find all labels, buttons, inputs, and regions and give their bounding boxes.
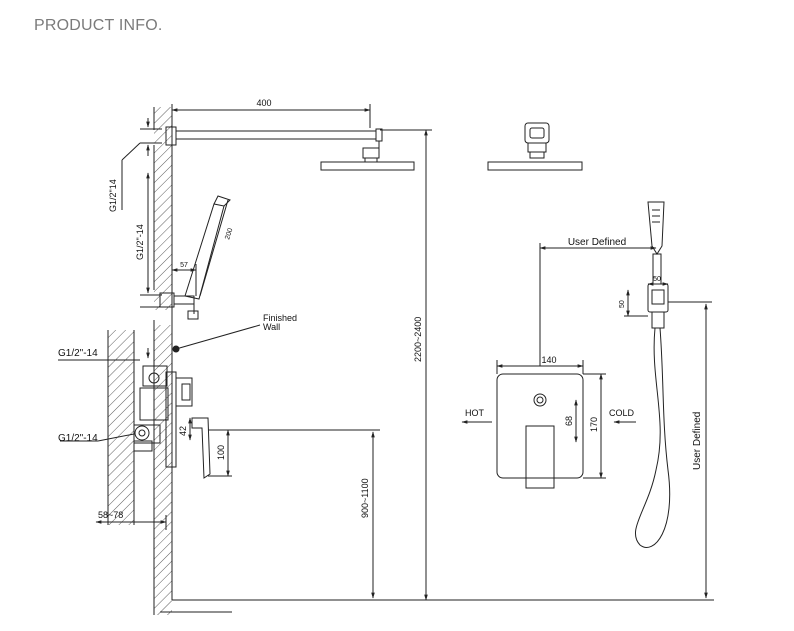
inlet-valve-label-1: G1/2"-14 [58, 348, 98, 359]
wall-depth-label: 58~78 [98, 510, 123, 520]
dim-100-label: 100 [216, 445, 226, 460]
knob-68-label: 68 [564, 416, 574, 426]
valve-side-view [58, 348, 380, 599]
finished-wall-leader [172, 324, 261, 353]
user-defined-side-label: User Defined [692, 412, 703, 470]
hot-label: HOT [465, 408, 485, 418]
wall-depth-dim [95, 515, 167, 530]
head-height-label: 2200~2400 [413, 317, 423, 362]
finished-wall-label-2: Wall [263, 322, 280, 332]
inlet-top-label: G1/2"14 [108, 179, 118, 212]
inlet-bracket-label: G1/2"-14 [135, 224, 145, 260]
arm-length-label: 400 [256, 98, 271, 108]
holder-50-width-label: 50 [653, 276, 661, 283]
finished-wall-label-1: Finished [263, 313, 297, 323]
page-title: PRODUCT INFO. [34, 17, 163, 34]
valve-plate-front [461, 360, 636, 489]
holder-50-height-label: 50 [619, 300, 626, 308]
wall-section [107, 107, 714, 615]
cold-label: COLD [609, 408, 635, 418]
dim-42-label: 42 [178, 426, 188, 436]
handshower-200-label: 200 [224, 227, 234, 240]
bracket-57-label: 57 [180, 262, 188, 269]
plate-width-label: 140 [541, 355, 556, 365]
shower-head-front [487, 122, 583, 171]
inlet-valve-label-2: G1/2"-14 [58, 433, 98, 444]
valve-height-label: 900~1100 [360, 478, 370, 518]
plate-height-label: 170 [589, 417, 599, 432]
handshower-front [539, 201, 712, 599]
shower-arm-assembly [165, 104, 432, 601]
user-defined-top-label: User Defined [568, 237, 626, 248]
top-inlet-dim [121, 118, 162, 210]
handshower-bracket-side [140, 172, 231, 320]
